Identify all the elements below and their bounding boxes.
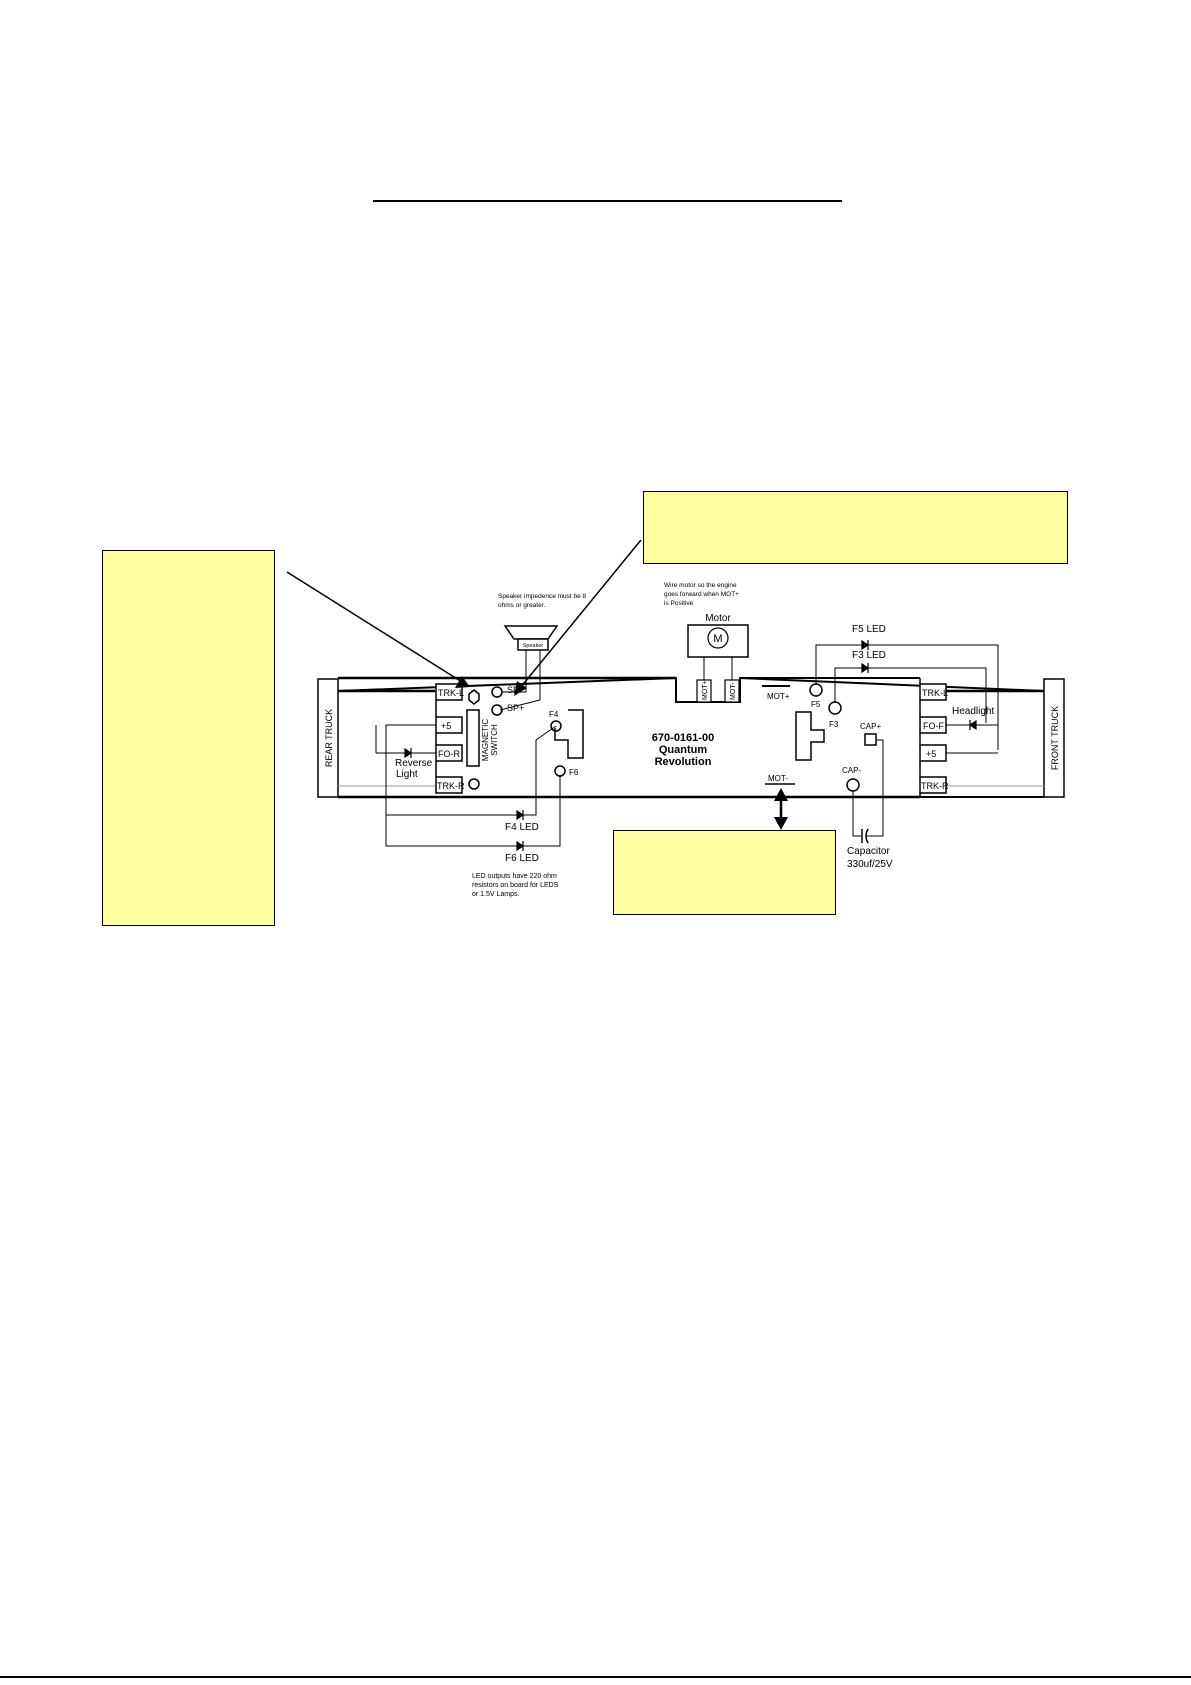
rear-pads [435,683,463,794]
motor-note-line-1: Wire motor so the engine [664,582,737,589]
sp-minus-pad [491,686,503,698]
f5-led-wire [815,644,999,750]
capacitor-wire [852,739,884,837]
motor-symbol [707,627,729,649]
speaker-body [517,638,549,651]
f6-pad [554,765,566,777]
callout-leader-left [286,571,463,683]
headlight-diode [968,719,977,731]
headlight-wire [946,724,998,754]
reverse-light-wire [375,725,436,754]
f4-led-diode [516,809,525,821]
f3-label: F3 [829,720,839,729]
front-pads [919,683,947,794]
magnetic-switch [466,709,480,767]
trk-l-rear-label: TRK-L [438,688,464,698]
speaker-cone [503,625,559,640]
callout-arrowhead-bottom-down [774,817,788,830]
mot-minus-pad-label: MOT- [730,682,737,700]
callout-arrowhead-bottom-up [774,788,788,801]
led-note-line-1: LED outputs have 220 ohm [472,873,557,880]
speaker-label: Speaker [523,643,544,649]
f6-label: F6 [569,768,579,777]
speaker-wire-plus-tail [499,699,541,711]
callout-box-top [643,491,1068,564]
f4-led-label: F4 LED [505,822,539,833]
led-note-line-3: or 1.5V Lamps. [472,891,520,898]
cap-plus-pad [864,733,877,746]
speaker-note-line-2: ohms or greater. [498,602,546,609]
callout-arrowhead-top [514,681,527,696]
board-name-line-1: Quantum [659,744,707,756]
plus5-rear-bus [385,724,520,847]
board-name-line-2: Revolution [655,756,712,768]
f3-pad [828,701,842,715]
trk-l-front-label: TRK-L [922,688,948,698]
board-part-number: 670-0161-00 [652,732,714,744]
magnetic-switch-label: MAGNETIC [481,719,490,761]
cap-minus-pad [846,778,860,792]
mot-plus-pad-label: MOT+ [702,680,709,700]
plus5-rear-label: +5 [441,721,451,731]
capacitor-label: Capacitor [847,846,890,857]
f4-led-wire [386,725,557,816]
led-note-line-2: resistors on board for LEDS [472,882,559,889]
speaker-note-line-1: Speaker impedence must be 8 [498,593,587,600]
motor-label: Motor [705,613,731,624]
trk-l-front-pad [919,683,947,701]
trk-r-rear-pad [435,776,463,794]
trk-r-front-label: TRK-R [921,781,949,791]
magnetic-switch-label-2: SWITCH [490,724,499,756]
rear-truck-label: REAR TRUCK [324,709,334,767]
rear-truck [317,678,339,798]
motor-note-line-2: goes forward when MOT+ [664,591,739,598]
f5-label: F5 [811,700,821,709]
front-truck [1043,678,1065,798]
f5-led-diode [861,639,870,651]
mot-minus-label: MOT- [768,774,788,783]
callout-box-left [102,550,275,926]
f6-led-diode [516,840,525,852]
f6-led-wire [520,776,561,847]
reverse-light-label-2: Light [396,769,418,780]
fo-r-label: FO-R [438,749,460,759]
f3-led-wire [834,667,987,723]
capacitor-symbol [861,828,869,844]
trk-l-rear-pad [435,683,463,701]
rear-mount-hole-bottom [468,778,480,790]
motor-note-line-3: is Positive [664,600,694,607]
f6-led-label: F6 LED [505,853,539,864]
sp-plus-label: SP+ [507,703,524,713]
f5-pad [809,683,823,697]
trk-r-front-pad [919,776,947,794]
sp-minus-label: SP- [507,685,522,695]
f4-label: F4 [549,710,559,719]
front-truck-label: FRONT TRUCK [1050,706,1060,770]
f3-led-label: F3 LED [852,650,886,661]
plus5-front-label: +5 [926,749,936,759]
callout-leader-top [519,539,642,689]
mot-plus-pad [696,679,712,703]
headlight-label: Headlight [952,706,994,717]
mot-minus-pad [724,679,740,703]
connector-right [795,711,825,761]
f5-led-label: F5 LED [852,624,886,635]
callout-arrowhead-left [455,676,470,688]
cap-plus-label: CAP+ [860,722,881,731]
page-bottom-rule [0,1676,1191,1678]
reverse-light-label: Reverse [395,758,433,769]
f3-led-diode [861,662,870,674]
callout-box-bottom [613,830,836,915]
motor-symbol-letter: M [713,633,722,645]
mot-plus-label: MOT+ [767,692,790,701]
cap-minus-label: CAP- [842,766,861,775]
connector-left [554,709,584,759]
trk-r-rear-label: TRK-R [437,781,465,791]
capacitor-value: 330uf/25V [847,859,893,870]
fo-f-label: FO-F [923,721,944,731]
reverse-light-diode [404,747,413,759]
rear-mount-hex-top [468,689,480,705]
